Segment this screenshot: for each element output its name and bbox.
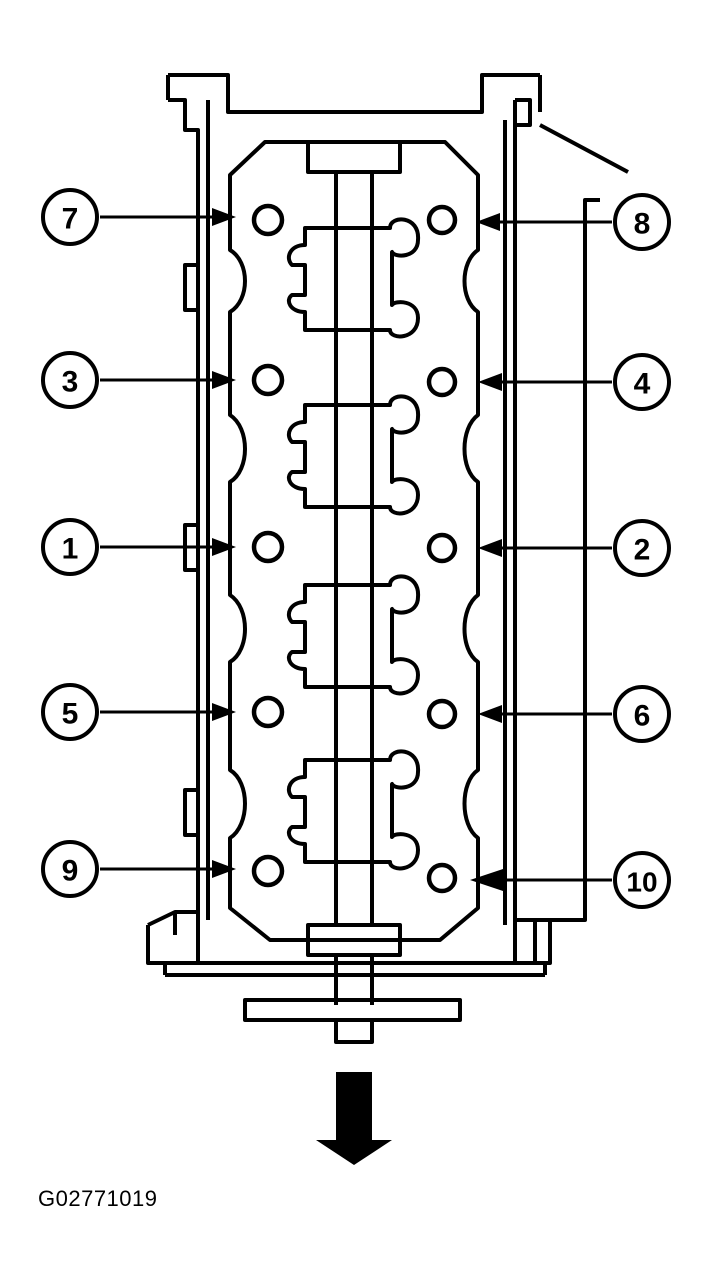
bolt-holes xyxy=(251,203,458,894)
callout-circles xyxy=(41,188,671,909)
callout-label-6: 6 xyxy=(634,700,651,733)
bolt-1 xyxy=(251,530,285,564)
callout-label-2: 2 xyxy=(634,534,651,567)
callout-label-9: 9 xyxy=(62,855,79,888)
callout-label-8: 8 xyxy=(634,208,651,241)
bolt-6 xyxy=(426,698,458,730)
callout-label-3: 3 xyxy=(62,366,79,399)
bolt-3 xyxy=(251,363,285,397)
callout-label-10: 10 xyxy=(626,867,657,898)
bolt-2 xyxy=(426,532,458,564)
callout-label-5: 5 xyxy=(62,698,79,731)
callout-label-4: 4 xyxy=(634,368,651,401)
callout-label-1: 1 xyxy=(62,533,79,566)
cam-cover-outline xyxy=(228,140,480,942)
bolt-4 xyxy=(426,366,458,398)
leader-arrowheads xyxy=(212,208,506,892)
bolt-5 xyxy=(251,695,285,729)
camshaft xyxy=(243,140,462,1044)
bolt-9 xyxy=(251,854,285,888)
leader-lines xyxy=(100,215,612,882)
head-outer-frame xyxy=(146,73,629,977)
bearing-caps xyxy=(286,217,421,871)
callout-label-7: 7 xyxy=(62,203,79,236)
down-arrow-icon xyxy=(316,1072,392,1165)
callout-labels: 7 8 3 4 1 2 5 6 9 10 xyxy=(62,203,658,898)
bolt-10 xyxy=(426,862,458,894)
bolt-8 xyxy=(426,204,458,236)
bolt-7 xyxy=(251,203,285,237)
figure-code: G02771019 xyxy=(38,1186,158,1211)
